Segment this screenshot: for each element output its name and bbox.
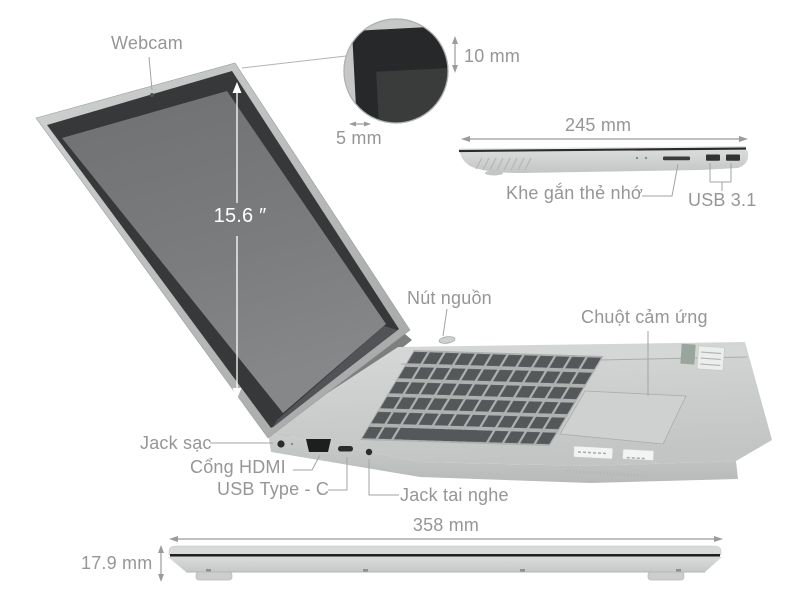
- thickness-label: 17.9 mm: [81, 553, 153, 573]
- usb-c-port: [338, 446, 353, 452]
- webcam-leader-line: [148, 56, 153, 91]
- screen-size-label: 15.6 ″: [213, 205, 267, 227]
- front-foot-pad-right: [647, 571, 685, 581]
- front-foot-pad-left: [195, 571, 233, 581]
- side-bezel-arrow: [349, 121, 371, 127]
- screen-size-arrow: [232, 82, 242, 399]
- keyboard: [360, 350, 604, 446]
- leader-lines: [148, 55, 649, 496]
- power-button: [438, 336, 456, 344]
- hdmi-port-label: Cổng HDMI: [190, 457, 286, 477]
- front-feet-marks: [206, 569, 681, 572]
- front-seam: [170, 554, 720, 557]
- thickness-dimension-arrow: [158, 545, 164, 582]
- charge-led: [290, 442, 294, 446]
- webcam-label: Webcam: [111, 33, 183, 53]
- deck-front-face: [268, 432, 738, 483]
- width-label: 358 mm: [412, 515, 480, 535]
- laptop-main-view: [35, 55, 772, 496]
- webcam-dot: [150, 93, 154, 97]
- usb-port-1: [706, 154, 720, 161]
- touchpad: [559, 390, 687, 445]
- top-bezel-arrow: [452, 36, 458, 73]
- usb-ports-label: USB 3.1: [688, 190, 757, 210]
- touchpad-label: Chuột cảm ứng: [581, 307, 708, 327]
- card-slot-label: Khe gắn thẻ nhớ: [506, 183, 643, 203]
- laptop-right-side-view: [458, 136, 749, 197]
- side-lid-seam: [458, 147, 747, 153]
- hdmi-port: [306, 439, 331, 452]
- depth-label: 245 mm: [565, 115, 632, 135]
- headphone-leader-line: [368, 459, 399, 496]
- bottom-bezel-strip: [272, 326, 397, 428]
- side-body: [460, 149, 749, 173]
- bezel-detail-circle: [343, 18, 458, 127]
- spacebar-key: [402, 428, 481, 442]
- left-side-ports: [277, 439, 373, 456]
- laptop-front-view: [158, 536, 723, 582]
- magnifier-leader-line: [241, 55, 347, 69]
- usb-port-2: [726, 154, 740, 161]
- serial-stickers: [573, 445, 655, 461]
- hdmi-leader-line: [293, 454, 321, 471]
- front-base: [168, 557, 722, 572]
- charging-jack-label: Jack sạc: [140, 433, 212, 453]
- side-led-2: [644, 156, 648, 160]
- power-button-label: Nút nguồn: [407, 288, 492, 308]
- depth-dimension-arrow: [461, 136, 748, 142]
- screen: [62, 91, 386, 413]
- headphone-port: [365, 448, 373, 456]
- usb-bracket-line: [709, 163, 732, 191]
- side-lid-hairline: [458, 146, 747, 150]
- spec-stickers: [680, 343, 725, 372]
- side-bezel-label: 5 mm: [336, 128, 382, 148]
- front-lid-strip: [168, 545, 722, 556]
- side-vent-grille: [475, 157, 532, 171]
- top-bezel-label: 10 mm: [464, 46, 521, 66]
- side-foot: [485, 170, 503, 176]
- sd-card-slot: [663, 156, 690, 161]
- usb-type-c-label: USB Type - C: [217, 479, 330, 499]
- side-led-1: [635, 156, 639, 160]
- power-leader-line: [442, 308, 448, 337]
- card-slot-leader-line: [642, 163, 679, 197]
- headphone-jack-label: Jack tai nghe: [400, 485, 509, 505]
- detail-screen: [376, 63, 448, 123]
- width-dimension-arrow: [169, 536, 723, 542]
- speaker-grille: [565, 469, 649, 478]
- usb-c-leader-line: [328, 457, 348, 491]
- dc-jack-port: [277, 440, 285, 448]
